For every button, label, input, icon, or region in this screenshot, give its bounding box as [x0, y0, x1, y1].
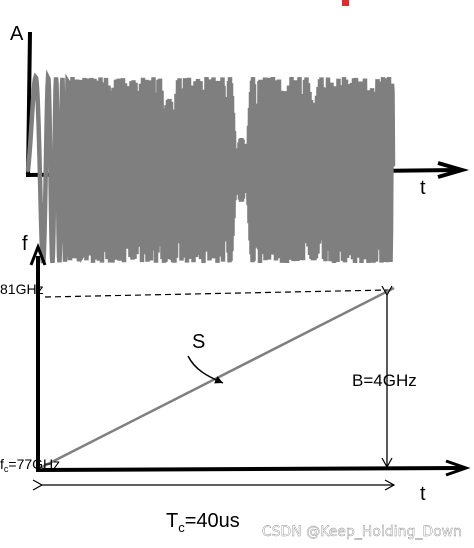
- top-plot: A t: [10, 23, 470, 264]
- start-frequency-label: fc=77GHz: [0, 456, 60, 474]
- bottom-x-axis: [35, 466, 463, 472]
- bottom-y-label: f: [22, 233, 28, 255]
- bottom-x-axis-arrow: [445, 459, 471, 477]
- watermark: CSDN @Keep_Holding_Down: [262, 524, 462, 540]
- red-mark: [342, 0, 349, 6]
- period-label: Tc=40us: [166, 510, 240, 535]
- chirp-waveform: [25, 69, 396, 264]
- bottom-x-label: t: [420, 483, 426, 505]
- top-x-label: t: [420, 177, 426, 199]
- bottom-plot: f t 81GHz fc=77GHz S B=4GHz Tc=40us: [0, 233, 471, 535]
- top-frequency-label: 81GHz: [0, 281, 44, 297]
- slope-label: S: [192, 331, 205, 353]
- top-x-axis-arrow: [437, 161, 470, 179]
- bandwidth-label: B=4GHz: [352, 371, 417, 390]
- top-frequency-guide: [44, 289, 389, 298]
- bottom-y-axis-arrow: [29, 242, 47, 266]
- top-y-label: A: [10, 23, 24, 45]
- chirp-ramp: [39, 286, 395, 470]
- slope-pointer: [187, 355, 224, 384]
